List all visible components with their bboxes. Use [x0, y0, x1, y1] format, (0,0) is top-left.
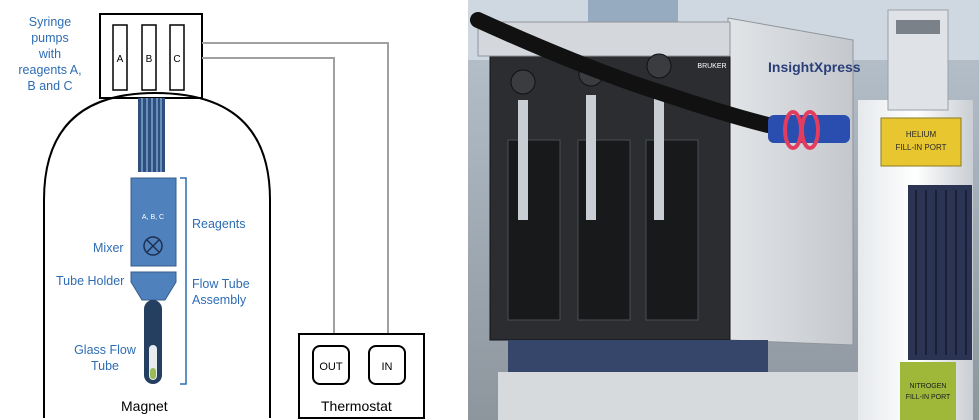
magnet-outline: [43, 91, 271, 418]
insightxpress-photo: HELIUM FILL-IN PORT NITROGEN FILL-IN POR…: [468, 0, 979, 420]
syringe-b-label: B: [146, 54, 153, 65]
glass-flow-tube: [144, 300, 162, 384]
capillary-bundle: [138, 98, 165, 172]
flow-nmr-schematic: A B C A, B, C OUT IN: [43, 13, 425, 419]
syringe-slots: [507, 53, 699, 321]
syringe-pumps-label: Syringe pumps with reagents A, B and C: [18, 15, 82, 93]
syringe-a: [112, 24, 128, 91]
syringe-c-label: C: [173, 54, 180, 65]
blue-tube: [768, 115, 850, 143]
glass-flow-tube-label: Glass Flow Tube: [74, 343, 136, 373]
helium-port-label-plate: [880, 117, 962, 167]
helium-port-text-1: HELIUM: [906, 130, 937, 139]
reagent-abc-text: A, B, C: [142, 214, 164, 221]
mixer-label: Mixer: [93, 241, 124, 255]
tube-holder: [130, 271, 177, 301]
in-port-label: IN: [382, 361, 393, 373]
in-port[interactable]: [368, 345, 406, 385]
maker-text: BRUKER: [697, 63, 726, 70]
transfer-hose: [470, 12, 776, 133]
magnet-label: Magnet: [121, 398, 168, 414]
thermostat-label: Thermostat: [321, 398, 392, 414]
base-plate: [508, 340, 768, 375]
nitrogen-port-text-1: NITROGEN: [910, 383, 947, 390]
reagent-mixer-block: [130, 177, 177, 267]
nitrogen-port-cylinder: [900, 362, 956, 420]
helium-port-text-2: FILL-IN PORT: [896, 143, 947, 152]
tube-holder-label: Tube Holder: [56, 274, 125, 288]
mixer-icon: [143, 236, 163, 256]
brand-text: InsightXpress: [768, 59, 861, 75]
thermostat-line-in: [202, 42, 389, 346]
out-port[interactable]: [312, 345, 350, 385]
syringe-b: [141, 24, 157, 91]
syringe-a-label: A: [117, 54, 124, 65]
flow-tube-assembly-label: Flow Tube Assembly: [192, 277, 250, 307]
assembly-bracket: [180, 177, 187, 385]
reagents-label: Reagents: [192, 217, 246, 231]
nitrogen-port-text-2: FILL-IN PORT: [906, 394, 951, 401]
heat-sink: [908, 185, 972, 360]
out-port-label: OUT: [319, 361, 343, 373]
thermostat-line-out: [202, 57, 335, 346]
syringe-c: [169, 24, 185, 91]
